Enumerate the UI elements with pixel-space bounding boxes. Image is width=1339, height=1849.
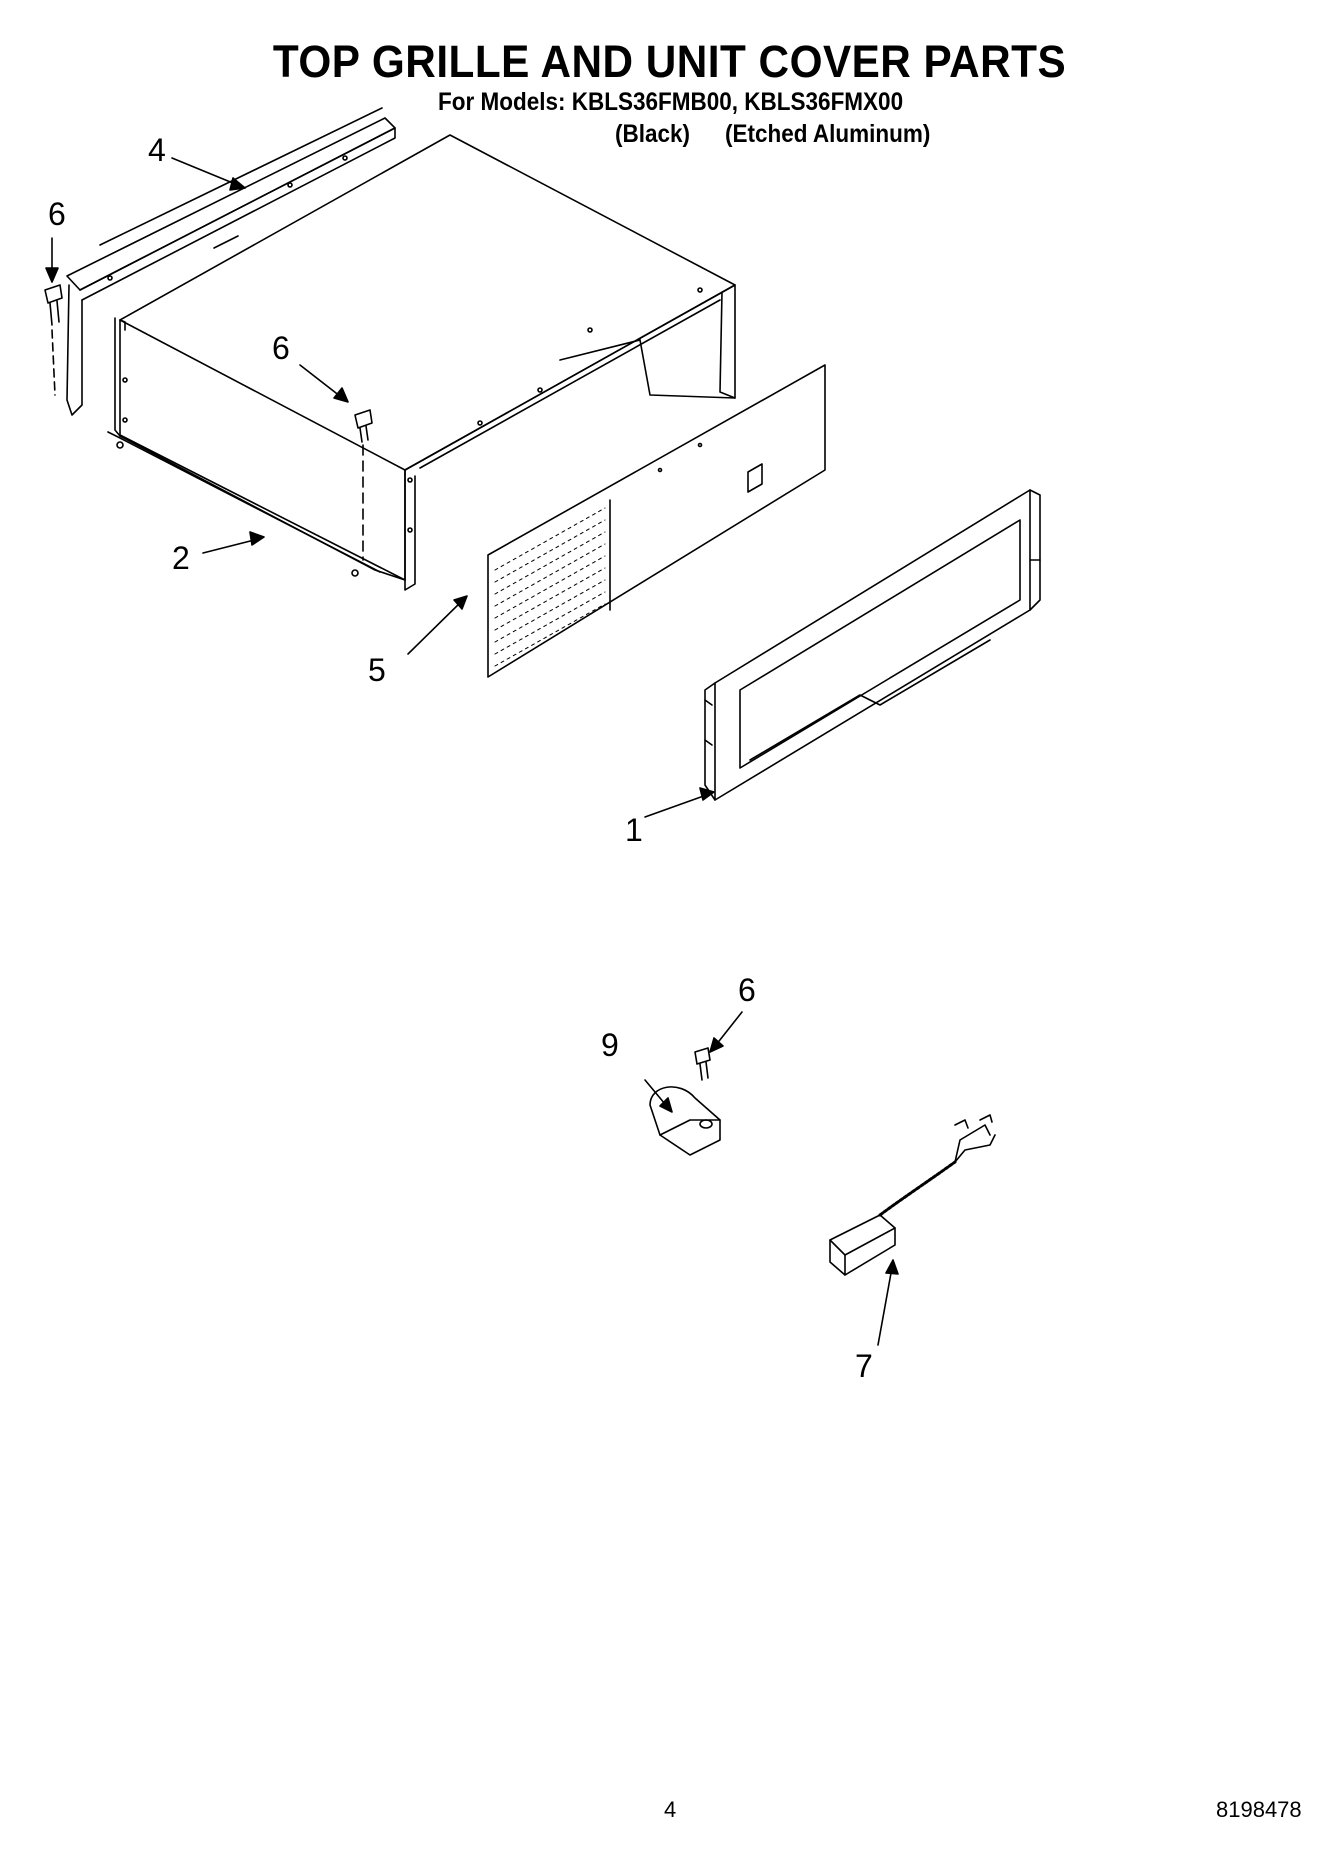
- part-9-clamp: [650, 1087, 720, 1155]
- part-6-screw-lower: [695, 1048, 710, 1080]
- callout-6-lower: 6: [738, 972, 756, 1008]
- part-6-screw-left: [45, 285, 62, 395]
- part-6-screw-center: [355, 410, 372, 560]
- part-5-front-panel: [488, 365, 825, 677]
- finish-etched-label: (Etched Aluminum): [725, 120, 931, 148]
- document-number: 8198478: [1216, 1797, 1302, 1822]
- finish-black-label: (Black): [615, 120, 691, 148]
- callout-5: 5: [368, 652, 386, 688]
- part-4-rear-strip: [67, 108, 395, 415]
- page-number: 4: [664, 1797, 677, 1822]
- callout-6-left: 6: [48, 196, 66, 232]
- part-1-top-grille: [705, 490, 1040, 800]
- callout-leader-lines: [46, 158, 898, 1345]
- part-7-wire-harness: [830, 1115, 995, 1275]
- callout-7: 7: [855, 1348, 873, 1384]
- models-line: For Models: KBLS36FMB00, KBLS36FMX00: [438, 88, 904, 116]
- callout-4: 4: [148, 132, 166, 168]
- page-title: TOP GRILLE AND UNIT COVER PARTS: [272, 36, 1067, 87]
- callout-1: 1: [625, 812, 643, 848]
- callout-9: 9: [601, 1027, 619, 1063]
- callout-2: 2: [172, 540, 190, 576]
- part-2-unit-cover: [108, 135, 735, 590]
- callout-6-center: 6: [272, 330, 290, 366]
